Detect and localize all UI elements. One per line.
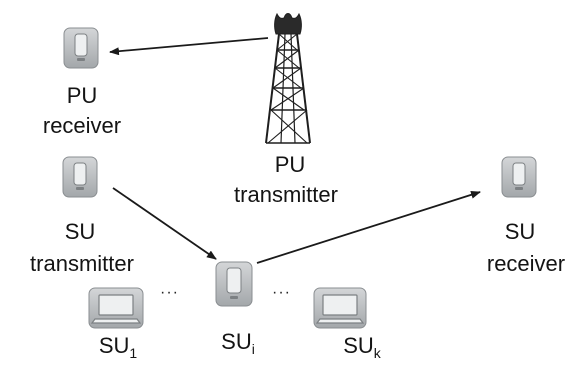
pu-transmitter-label-line1: PU: [274, 152, 306, 177]
pu-transmitter-label-line2: transmitter: [234, 182, 338, 207]
su-i-label-subscript: i: [251, 341, 255, 357]
su-1-laptop-icon: [88, 287, 144, 329]
pu-receiver-label-line2: receiver: [42, 113, 122, 138]
ellipsis-right: ···: [272, 284, 291, 301]
su-transmitter-label-line1: SU: [64, 219, 96, 244]
su-transmitter-label-line2: transmitter: [30, 251, 134, 276]
su-i-label: SUi: [206, 329, 270, 357]
arrow-pu-transmitter-to-pu-receiver: [109, 37, 269, 56]
ellipsis-left: ···: [160, 284, 179, 301]
arrow-su-transmitter-to-su-i: [112, 187, 217, 260]
su-1-label: SU1: [86, 333, 150, 361]
su-receiver-label-line2: receiver: [486, 251, 566, 276]
su-i-label-base: SU: [221, 329, 252, 354]
su-k-label: SUk: [330, 333, 394, 361]
pu-transmitter-cell-tower-icon: [265, 12, 311, 144]
su-k-label-subscript: k: [373, 345, 381, 361]
su-1-label-base: SU: [98, 333, 130, 358]
su-k-label-base: SU: [343, 333, 374, 358]
su-1-label-subscript: 1: [129, 345, 138, 361]
arrow-su-i-to-su-receiver: [256, 190, 481, 264]
pu-receiver-label-line1: PU: [66, 83, 98, 108]
pu-receiver-phone-icon: [63, 27, 99, 69]
su-receiver-label-line1: SU: [504, 219, 536, 244]
su-i-phone-icon: [215, 261, 253, 307]
su-k-laptop-icon: [313, 287, 367, 329]
su-transmitter-phone-icon: [62, 156, 98, 198]
su-receiver-phone-icon: [501, 156, 537, 198]
